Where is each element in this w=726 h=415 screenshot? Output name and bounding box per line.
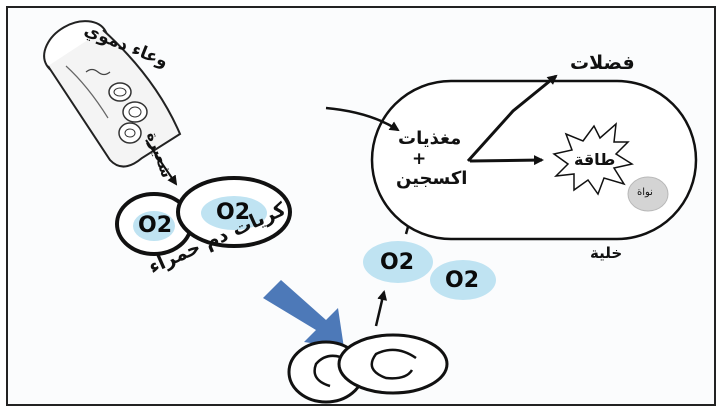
free-o2-bubble	[363, 241, 433, 283]
energy-burst	[552, 122, 634, 196]
to-wastes-arrow	[466, 74, 558, 163]
free-o2-bubble	[430, 260, 496, 300]
blood-vessel	[43, 20, 182, 168]
diagram-canvas	[43, 20, 698, 404]
big-blue-arrow	[263, 280, 344, 348]
o2-label: O2	[138, 213, 173, 238]
empty-red-blood-cells	[287, 333, 449, 404]
label-oxygen: اكسجين	[396, 168, 468, 189]
o2-label: O2	[380, 250, 415, 275]
o2-label: O2	[445, 268, 480, 293]
cells-to-o2-arrow	[374, 290, 388, 327]
label-wastes: فضلات	[570, 52, 635, 74]
loaded-red-blood-cells	[115, 176, 292, 256]
vessel-to-cells-arrow	[145, 139, 178, 186]
to-energy-arrow	[469, 155, 544, 166]
nutrients-in-arrow	[325, 106, 400, 132]
label-plus: +	[412, 149, 427, 169]
label-energy: طاقة	[574, 150, 616, 169]
label-cell: خلية	[590, 244, 623, 262]
o2-label: O2	[216, 200, 251, 225]
label-nucleus: نواة	[637, 187, 653, 198]
nucleus	[627, 176, 669, 212]
label-nutrients: مغذيات	[398, 128, 462, 149]
diagram-frame: وعاء دموي شعيرة كريات دم حمراء فضلات مغذ…	[6, 6, 716, 406]
